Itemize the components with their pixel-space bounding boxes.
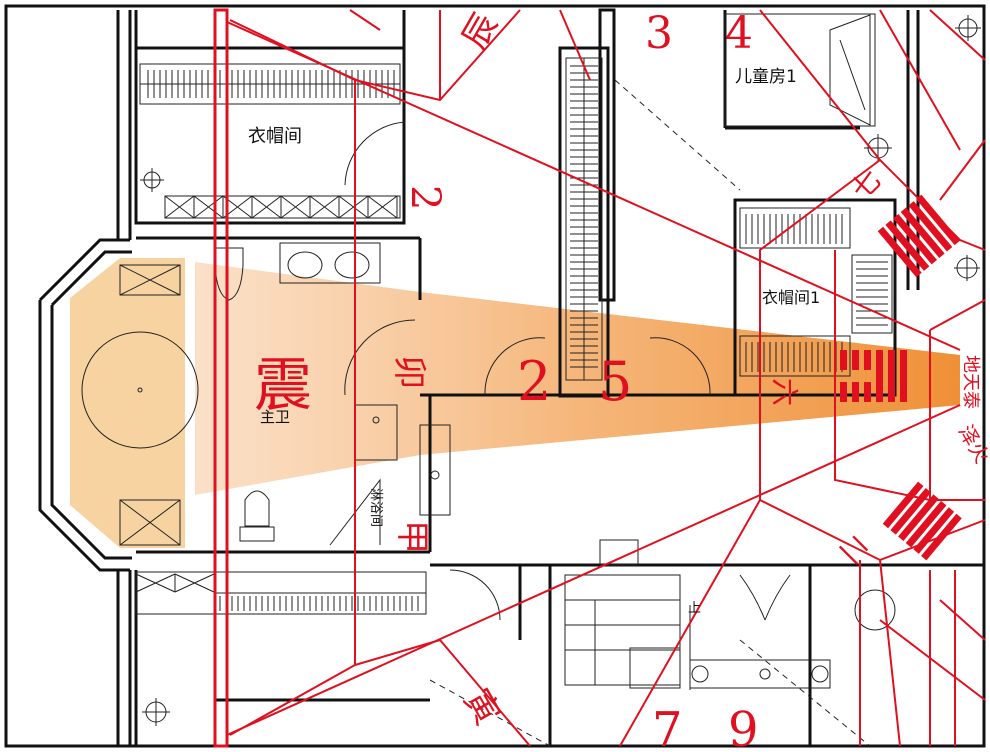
drawer-x <box>251 195 282 219</box>
sink-right <box>334 251 370 279</box>
liu-label: 六 <box>768 378 801 406</box>
trigram-bar <box>888 350 895 402</box>
doors <box>344 121 791 621</box>
right-closet <box>739 207 893 377</box>
central-closet <box>565 57 603 381</box>
sink-left <box>287 251 323 279</box>
flying-star-3: 3 <box>645 8 673 59</box>
drawer-x <box>280 195 311 219</box>
walls <box>38 8 985 746</box>
hanger-lines-center <box>570 65 598 368</box>
trigram-bar <box>900 207 945 258</box>
drawer-x <box>309 195 340 219</box>
trigram-bar <box>905 500 947 548</box>
jia-label: 甲 <box>392 520 432 554</box>
trigram-bars <box>840 194 962 561</box>
light-fixture-icons <box>140 15 981 726</box>
room-label-shower: 淋浴间 <box>368 488 383 527</box>
drawer-x <box>338 195 369 219</box>
compass-overlay <box>213 8 986 748</box>
trigram-bar <box>908 201 953 252</box>
trigram-bar <box>877 226 922 278</box>
direction-beam <box>195 262 960 495</box>
zhen-trigram-label: 震 <box>254 351 312 419</box>
trigram-bar <box>916 194 960 246</box>
kids-bed <box>724 13 876 127</box>
toilet-bottom <box>244 490 270 527</box>
drawer-x <box>135 573 176 593</box>
drawer-row-top <box>164 195 401 219</box>
stairs <box>564 539 831 690</box>
flying-star-2: 2 <box>517 350 551 413</box>
drawer-x <box>193 195 224 219</box>
room-label-master-bath: 主卫 <box>260 408 290 426</box>
wardrobe-top <box>139 63 401 105</box>
trigram-bar <box>882 481 924 529</box>
trigram-bar <box>876 350 883 402</box>
flying-star-7: 7 <box>652 702 683 752</box>
di-tian-tai-label: 地天泰 <box>960 355 981 409</box>
trigram-bar <box>852 382 859 402</box>
room-label-closet: 衣帽间 <box>248 126 302 147</box>
trigram-bar <box>893 213 937 265</box>
stairs-up-label: 上 <box>688 601 701 616</box>
flying-star-5: 5 <box>598 350 632 413</box>
trigram-bar <box>864 382 871 402</box>
trigram-bar <box>885 220 930 271</box>
trigram-bar <box>840 382 847 402</box>
round-tub <box>81 331 199 449</box>
trigram-bar <box>913 507 955 554</box>
trigram-bar <box>898 494 939 542</box>
trigram-bar <box>921 513 962 561</box>
flying-star-9: 9 <box>728 702 759 752</box>
dashed-guides <box>429 79 871 747</box>
drawer-x <box>367 195 398 219</box>
trigram-bar <box>840 350 847 370</box>
flying-star-4: 4 <box>725 8 753 59</box>
trigram-bar <box>852 350 859 370</box>
mao-label: 卯 <box>389 355 429 389</box>
bay-window-fill <box>70 258 185 548</box>
room-label-kids-room: 儿童房1 <box>735 67 797 87</box>
trigram-bar <box>864 350 871 370</box>
drawer-x <box>164 195 195 219</box>
red-ray-bottom <box>226 404 961 736</box>
flying-star-2-upper: 2 <box>402 185 448 210</box>
trigram-bar <box>890 487 932 535</box>
trigram-bar <box>900 350 907 402</box>
room-label-closet-1: 衣帽间1 <box>762 288 820 307</box>
hanger-lines-bottom <box>219 596 419 611</box>
red-axis-bar <box>213 8 229 748</box>
